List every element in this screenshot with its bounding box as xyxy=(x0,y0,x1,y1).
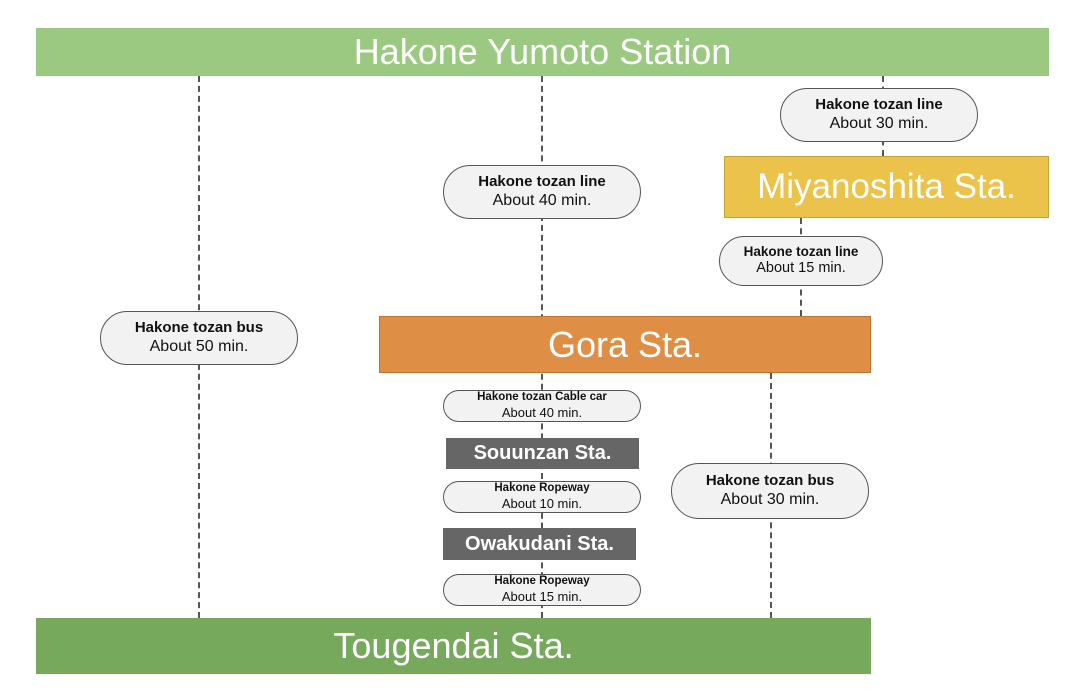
station-label-owakudani: Owakudani Sta. xyxy=(465,532,614,555)
connection-time-label: About 15 min. xyxy=(501,589,583,605)
connection-line-label: Hakone tozan bus xyxy=(705,472,835,490)
station-label-tougendai: Tougendai Sta. xyxy=(333,625,574,666)
station-bar-owakudani: Owakudani Sta. xyxy=(443,528,636,560)
connection-line-label: Hakone tozan Cable car xyxy=(477,391,607,404)
connection-time-label: About 40 min. xyxy=(501,405,583,421)
connection-time-label: About 15 min. xyxy=(756,260,846,277)
connection-time-label: About 50 min. xyxy=(149,338,249,356)
station-label-hakone-yumoto: Hakone Yumoto Station xyxy=(353,31,732,72)
connection-line-label: Hakone tozan line xyxy=(478,173,606,191)
connection-gora-tougendai-bus: Hakone tozan bus About 30 min. xyxy=(671,463,869,519)
station-bar-gora: Gora Sta. xyxy=(379,316,871,373)
connection-time-label: About 30 min. xyxy=(720,491,820,509)
connection-line-label: Hakone Ropeway xyxy=(494,482,590,495)
connection-yumoto-gora: Hakone tozan line About 40 min. xyxy=(443,165,641,219)
connection-line-label: Hakone tozan line xyxy=(743,244,859,260)
connection-line-label: Hakone tozan line xyxy=(815,96,943,114)
connection-yumoto-miyanoshita: Hakone tozan line About 30 min. xyxy=(780,88,978,142)
connection-line-label: Hakone tozan bus xyxy=(134,319,264,337)
station-label-miyanoshita: Miyanoshita Sta. xyxy=(757,167,1016,206)
station-label-gora: Gora Sta. xyxy=(547,323,703,365)
connection-line-label: Hakone Ropeway xyxy=(494,575,590,588)
station-bar-miyanoshita: Miyanoshita Sta. xyxy=(724,156,1049,218)
connection-time-label: About 10 min. xyxy=(501,496,583,512)
station-bar-hakone-yumoto: Hakone Yumoto Station xyxy=(36,28,1049,76)
connection-miyanoshita-gora: Hakone tozan line About 15 min. xyxy=(719,236,883,286)
connection-gora-souunzan: Hakone tozan Cable car About 40 min. xyxy=(443,390,641,422)
connection-time-label: About 40 min. xyxy=(492,192,592,210)
station-bar-tougendai: Tougendai Sta. xyxy=(36,618,871,674)
connection-souunzan-owakudani: Hakone Ropeway About 10 min. xyxy=(443,481,641,513)
station-label-souunzan: Souunzan Sta. xyxy=(473,442,612,464)
connection-yumoto-tougendai-bus: Hakone tozan bus About 50 min. xyxy=(100,311,298,365)
connection-owakudani-tougendai: Hakone Ropeway About 15 min. xyxy=(443,574,641,606)
connection-time-label: About 30 min. xyxy=(829,115,929,133)
station-bar-souunzan: Souunzan Sta. xyxy=(446,438,639,469)
